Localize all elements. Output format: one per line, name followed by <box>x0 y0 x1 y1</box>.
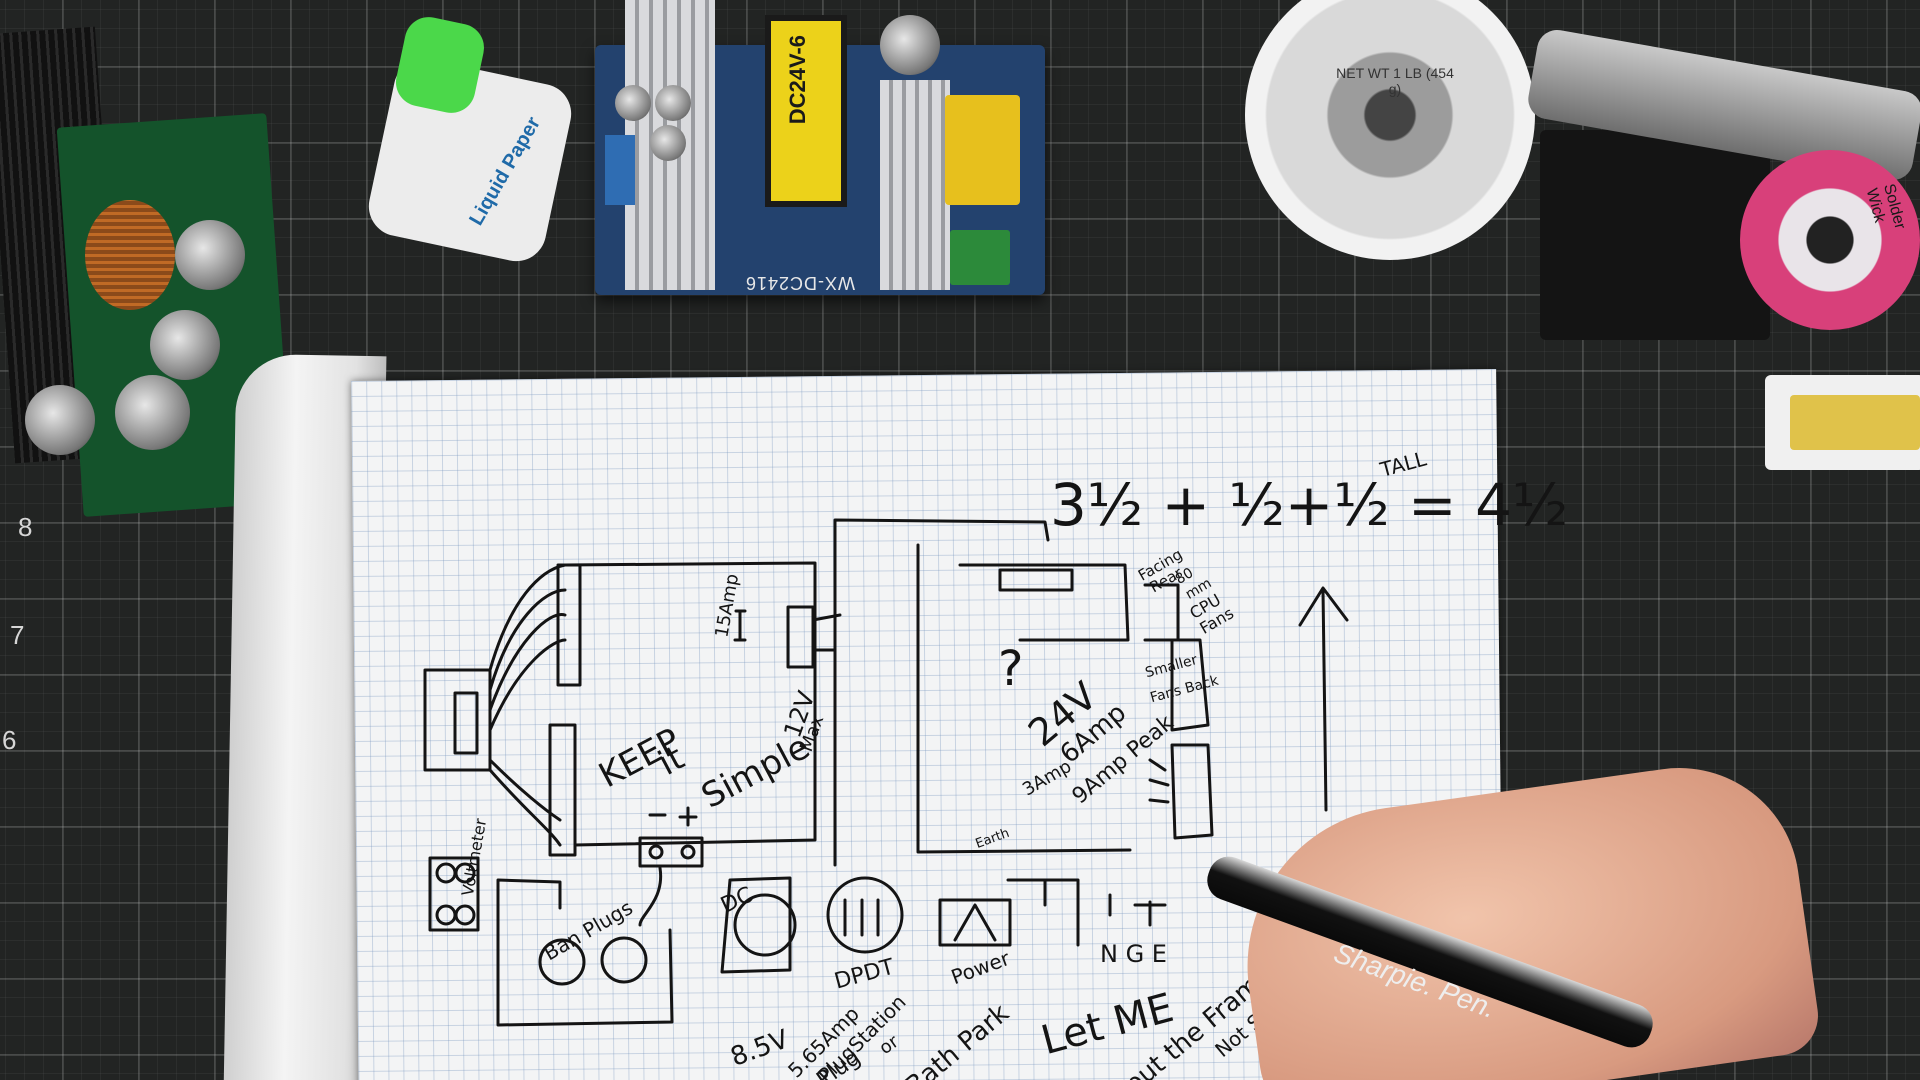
fuse-wire <box>811 613 842 652</box>
output-terminal <box>605 135 635 205</box>
terminal-screw <box>680 844 696 860</box>
voltmeter-box <box>428 856 480 932</box>
dc-label: DC <box>717 882 757 918</box>
dpdt-contacts <box>843 898 880 937</box>
wire-harness-top <box>488 563 567 732</box>
height-equation: 3½ + ½+½ = 4½ <box>1050 471 1568 539</box>
helping-hand-base <box>1540 130 1770 340</box>
capacitor <box>175 220 245 290</box>
capacitor <box>655 85 691 121</box>
polarity-marks <box>648 806 698 827</box>
dpdt-switch <box>826 876 904 954</box>
terminal-strip-left <box>548 723 577 857</box>
power-label: Power <box>948 946 1014 990</box>
fuse-holder-block <box>786 605 815 669</box>
banana-plug-panel <box>496 878 674 1027</box>
heatsink-right <box>880 80 950 290</box>
it-label: it <box>652 738 691 784</box>
solder-spool <box>1245 0 1535 260</box>
up-arrow <box>1298 586 1349 812</box>
capacitor <box>615 85 651 121</box>
filter-choke <box>945 95 1020 205</box>
mat-ruler-mark-8: 8 <box>18 512 33 542</box>
fan-mount <box>1170 638 1210 732</box>
terminal-strip-top <box>556 563 582 687</box>
dc-jack-box <box>720 876 792 974</box>
dpdt-label: DPDT <box>832 955 898 995</box>
terminal-screw <box>648 844 664 860</box>
80mm-label: 80 <box>1173 565 1196 588</box>
wire-harness-bottom <box>488 758 562 847</box>
voltmeter-terminals <box>453 691 479 755</box>
ac-input-wiring <box>1006 878 1152 947</box>
top-bus-wire <box>833 518 1050 867</box>
capacitor <box>25 385 95 455</box>
question-mark: ? <box>998 641 1023 697</box>
power-switch <box>938 898 1012 947</box>
spool-label: NET WT 1 LB (454 g) <box>1336 65 1454 97</box>
fuse-symbol <box>733 609 747 642</box>
dc-jack-socket <box>733 893 797 957</box>
plug-wire <box>638 866 663 927</box>
transformer <box>765 15 847 207</box>
capacitor <box>150 310 220 380</box>
capacitor <box>115 375 190 450</box>
center-bus-wire <box>916 543 1132 854</box>
mat-ruler-mark-6: 6 <box>2 725 17 755</box>
banana-plugs-label: Ban Plugs <box>540 895 637 965</box>
earth-label: Earth <box>974 826 1012 852</box>
capacitor <box>880 15 940 75</box>
output-terminal-block <box>638 836 704 868</box>
rosin-flux <box>1790 395 1920 450</box>
psu-outline <box>958 563 1130 642</box>
amp3-label: 3Amp <box>1019 756 1075 801</box>
exhaust-fan <box>1170 743 1214 840</box>
bath-park-label: Bath Park <box>900 998 1015 1080</box>
toroid-coil <box>85 200 175 310</box>
banana-plug-socket <box>600 936 648 984</box>
cpu-fan-outline <box>1143 583 1180 642</box>
mat-ruler-mark-7: 7 <box>10 620 25 650</box>
capacitor <box>650 125 686 161</box>
fuse-amp-label: 15Amp <box>711 572 743 639</box>
solder-wick-spool <box>1740 150 1920 330</box>
left-enclosure-outline <box>563 561 817 847</box>
banana-plug-socket <box>538 938 586 986</box>
psu-terminal-block <box>998 568 1074 592</box>
voltmeter-module <box>423 668 492 772</box>
ngf-label: N G E <box>1100 940 1167 968</box>
fan-airflow-marks <box>1148 758 1170 804</box>
input-terminal <box>950 230 1010 285</box>
